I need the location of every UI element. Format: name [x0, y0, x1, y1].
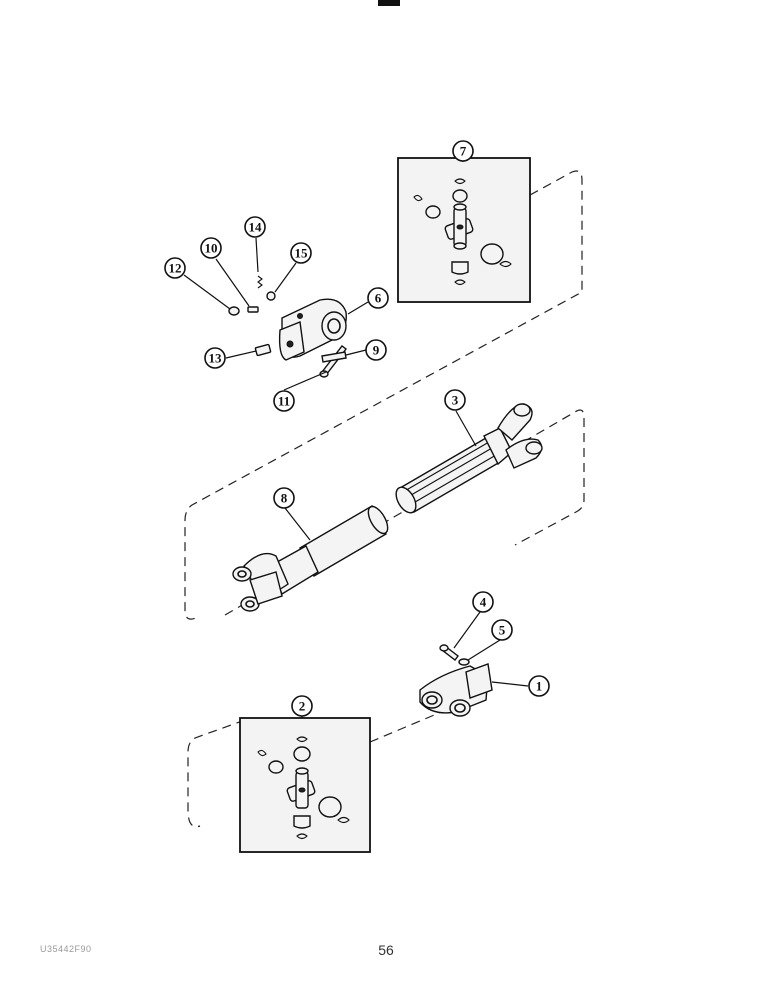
bearing-cap-upper-right — [480, 243, 504, 265]
callout-1: 1 — [528, 675, 550, 697]
callout-4: 4 — [472, 591, 494, 613]
leader-3 — [455, 410, 477, 447]
callout-2: 2 — [291, 695, 313, 717]
snap-ring-upper-2 — [413, 194, 423, 202]
svg-text:15: 15 — [295, 246, 309, 261]
callout-13: 13 — [204, 347, 226, 369]
svg-text:14: 14 — [249, 220, 263, 235]
svg-text:6: 6 — [375, 291, 382, 306]
tube-shaft — [232, 505, 389, 612]
callout-5: 5 — [491, 619, 513, 641]
bearing-cap-lower-right — [318, 796, 342, 818]
cross-kit-box-lower — [239, 717, 371, 853]
universal-joint-cross-lower — [286, 767, 316, 809]
leader-9 — [345, 349, 367, 356]
snap-ring-lower-2 — [257, 749, 267, 757]
bearing-cap-upper-bottom — [451, 261, 469, 275]
leader-10 — [215, 258, 250, 307]
bearing-cap-lower-top — [293, 746, 311, 762]
svg-text:13: 13 — [209, 351, 223, 366]
upper-dashed-outline — [184, 170, 583, 620]
bearing-cap-lower-bottom — [293, 815, 311, 829]
snap-ring-upper-1 — [454, 178, 466, 185]
snap-ring-lower-1 — [296, 736, 308, 743]
callout-8: 8 — [273, 487, 295, 509]
slip-yoke-assembly — [278, 298, 347, 361]
callout-11: 11 — [273, 390, 295, 412]
svg-text:9: 9 — [373, 343, 380, 358]
leader-15 — [274, 262, 297, 293]
svg-text:4: 4 — [480, 595, 487, 610]
callout-14: 14 — [244, 216, 266, 238]
cross-kit-box-upper — [397, 157, 531, 303]
svg-text:1: 1 — [536, 679, 543, 694]
pin-9 — [321, 351, 347, 363]
svg-text:5: 5 — [499, 623, 506, 638]
leader-4 — [453, 611, 481, 649]
svg-text:7: 7 — [460, 144, 467, 159]
callout-15: 15 — [290, 242, 312, 264]
svg-text:10: 10 — [205, 241, 218, 256]
bearing-cap-upper-top — [452, 189, 468, 203]
callout-3: 3 — [444, 389, 466, 411]
washer-5 — [458, 658, 470, 666]
bearing-cap-lower-left — [268, 760, 284, 774]
lock-nut — [228, 306, 240, 316]
snap-ring-upper-3 — [499, 260, 512, 268]
leader-11 — [283, 371, 327, 391]
callout-6: 6 — [367, 287, 389, 309]
leader-8 — [284, 507, 311, 541]
leader-1 — [491, 681, 529, 687]
lower-dashed-outline — [224, 409, 585, 616]
leader-13 — [225, 350, 257, 359]
splined-shaft — [395, 403, 543, 514]
svg-text:11: 11 — [278, 394, 290, 409]
leader-14 — [255, 237, 259, 273]
bearing-cap-upper-left — [425, 205, 441, 219]
page-number: 56 — [378, 942, 394, 958]
leader-12 — [183, 274, 231, 310]
svg-text:12: 12 — [169, 261, 182, 276]
svg-text:2: 2 — [299, 699, 306, 714]
snap-ring-lower-4 — [296, 833, 308, 840]
key — [254, 343, 272, 357]
top-edge-mark — [378, 0, 400, 6]
snap-ring-upper-4 — [454, 279, 466, 286]
spring — [257, 275, 263, 289]
document-code: U35442F90 — [40, 944, 92, 954]
callout-10: 10 — [200, 237, 222, 259]
leader-5 — [467, 639, 501, 661]
callout-12: 12 — [164, 257, 186, 279]
leader-6 — [347, 301, 369, 315]
svg-text:8: 8 — [281, 491, 288, 506]
callout-7: 7 — [452, 140, 474, 162]
spring-pin — [247, 306, 259, 313]
snap-ring-lower-3 — [337, 816, 350, 824]
end-yoke — [419, 663, 493, 717]
svg-text:3: 3 — [452, 393, 459, 408]
ball — [266, 291, 276, 301]
callout-9: 9 — [365, 339, 387, 361]
universal-joint-cross-upper — [444, 203, 474, 250]
